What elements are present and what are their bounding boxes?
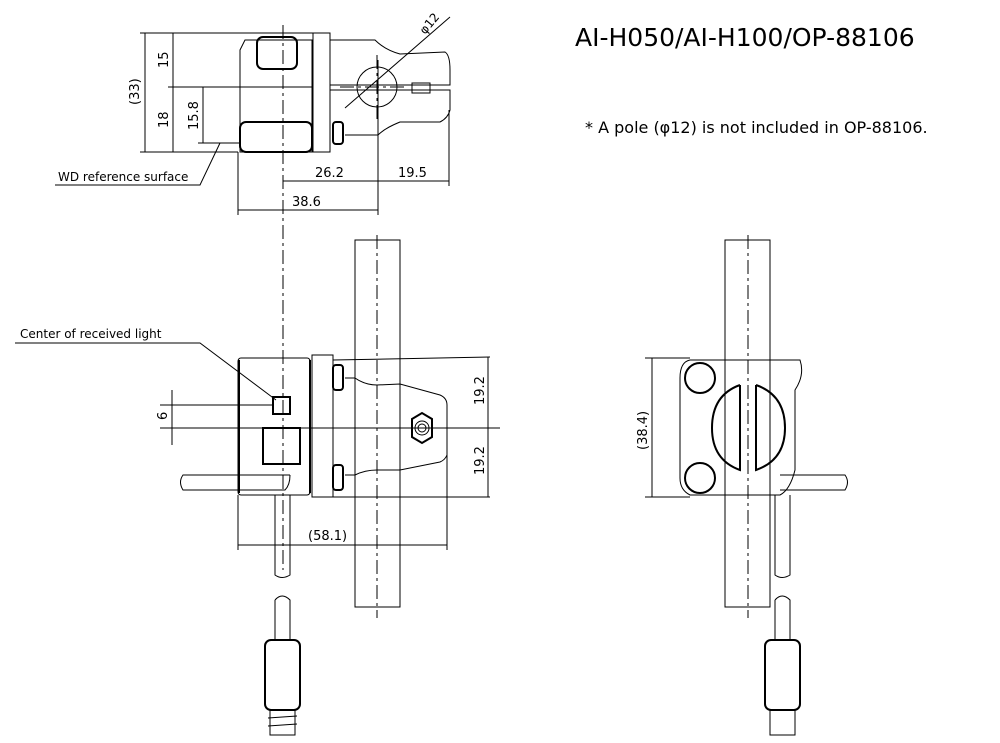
dim-total-width: (58.1) bbox=[308, 529, 347, 544]
dim-lower-half: 19.2 bbox=[473, 446, 488, 475]
dim-upper-half: 19.2 bbox=[473, 376, 488, 405]
dim-overall-height: (33) bbox=[128, 78, 143, 105]
dim-center-to-pole: 26.2 bbox=[315, 166, 344, 181]
dim-lower: 18 bbox=[157, 111, 172, 128]
dim-light-offset: 6 bbox=[156, 412, 171, 420]
dim-wd-height: 15.8 bbox=[187, 101, 202, 130]
drawing-title: AI-H050/AI-H100/OP-88106 bbox=[575, 23, 915, 52]
side-view: (38.4) bbox=[636, 235, 848, 736]
dim-pole-diameter: φ12 bbox=[417, 10, 443, 37]
dim-front-to-pole: 38.6 bbox=[292, 195, 321, 210]
top-view: φ12 (33) 15 18 15.8 26.2 19.5 38.6 WD re… bbox=[55, 10, 451, 570]
dim-upper: 15 bbox=[157, 51, 172, 68]
label-center-of-received-light: Center of received light bbox=[20, 327, 162, 341]
dim-pole-to-end: 19.5 bbox=[398, 166, 427, 181]
dim-side-height: (38.4) bbox=[636, 411, 651, 450]
drawing-note: * A pole (φ12) is not included in OP-881… bbox=[585, 118, 928, 137]
label-wd-reference-surface: WD reference surface bbox=[58, 170, 188, 184]
front-view: 6 19.2 19.2 (58.1) Center of received li… bbox=[15, 235, 500, 736]
